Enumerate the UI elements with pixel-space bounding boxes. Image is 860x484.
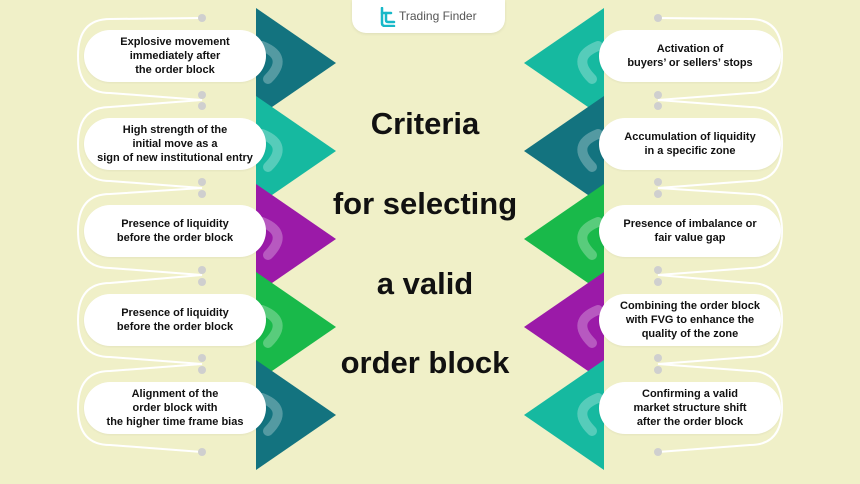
triangle-right-1 [524,8,604,118]
connector-dot-right [654,366,662,374]
connector-dot-left [198,178,206,186]
title-line-4: order block [340,345,510,380]
triangle-right-4 [524,272,604,382]
connector-dot-right [654,178,662,186]
connector-dot-left [198,366,206,374]
triangle-left-1-shine [257,41,283,84]
triangle-left-5-shine [257,393,283,436]
connector-dot-left [198,266,206,274]
triangle-left-1 [256,8,336,118]
triangle-right-3-shine [577,217,603,260]
connector-dot-left [198,91,206,99]
connector-dot-right [654,190,662,198]
trading-finder-logo-icon [380,7,396,27]
connector-dot-right [654,354,662,362]
connector-dot-left [198,354,206,362]
connector-dot-right [654,266,662,274]
title-line-1: Criteria [370,106,480,141]
connector-dot-right [654,448,662,456]
triangle-left-3-shine [257,217,283,260]
connector-dot-left [198,278,206,286]
connector-dot-right [654,102,662,110]
logo-text: Trading Finder [399,9,477,23]
connector-dot-left [198,14,206,22]
connector-dot-right [654,14,662,22]
triangle-left-4-shine [257,305,283,348]
connector-right [657,17,784,453]
connector-dot-right [654,91,662,99]
connector-left [76,17,203,453]
triangle-left-2 [256,96,336,206]
triangle-right-2-shine [577,129,603,172]
title-line-3: a valid [376,266,474,301]
triangle-right-5-shine [577,393,603,436]
connector-dot-right [654,278,662,286]
triangle-left-5 [256,360,336,470]
triangle-right-2 [524,96,604,206]
logo-badge: Trading Finder [352,0,505,33]
triangle-left-4 [256,272,336,382]
connector-dot-left [198,448,206,456]
triangle-right-4-shine [577,305,603,348]
connector-dot-left [198,102,206,110]
triangle-right-1-shine [577,41,603,84]
title-line-2: for selecting [332,186,518,221]
triangle-right-5 [524,360,604,470]
triangle-left-3 [256,184,336,294]
triangle-right-3 [524,184,604,294]
connector-dot-left [198,190,206,198]
triangle-left-2-shine [257,129,283,172]
